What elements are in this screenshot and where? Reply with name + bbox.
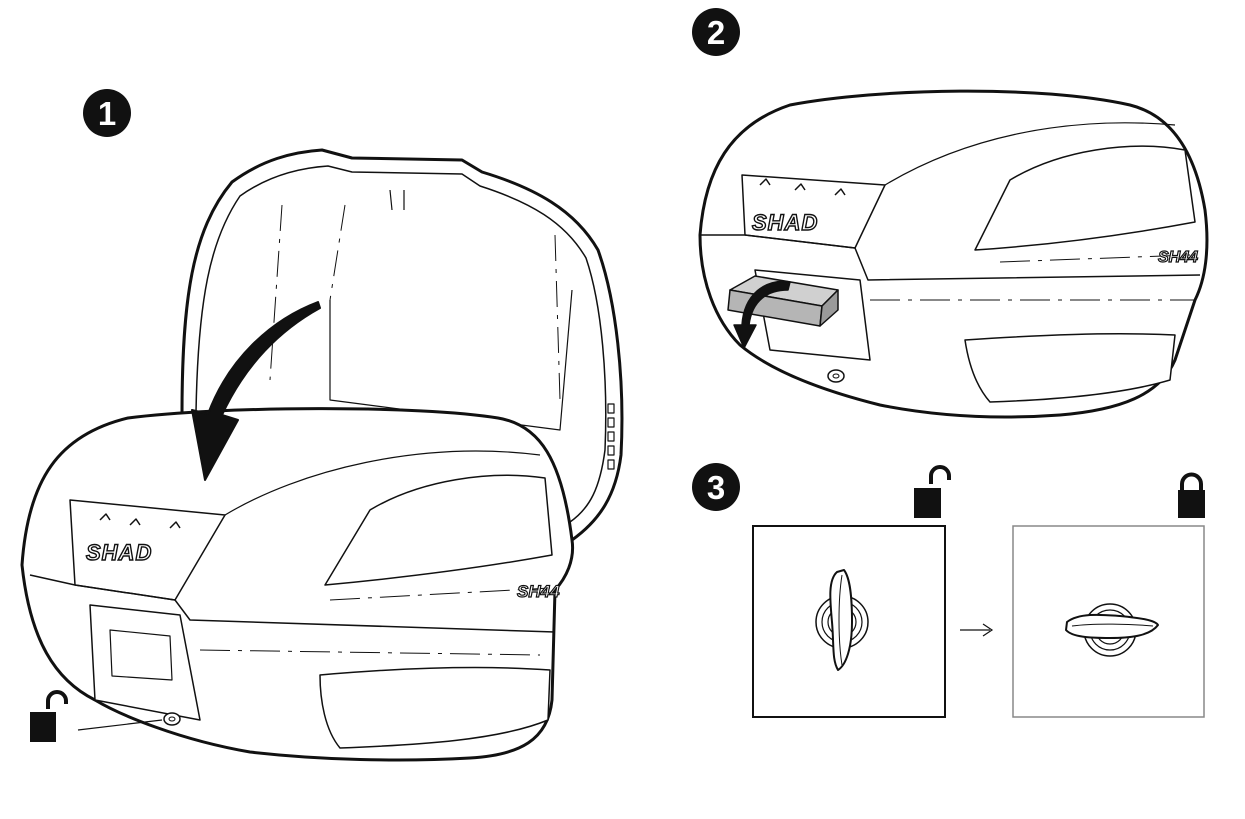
model-label: SH44 [517, 582, 560, 601]
locked-padlock-icon [1178, 472, 1205, 518]
key-vertical [815, 569, 869, 671]
shad-logo: SHAD [86, 540, 152, 565]
top-case-closed [698, 89, 1209, 419]
key-horizontal [1065, 603, 1159, 657]
close-lid-arrow-icon [191, 301, 321, 481]
step-2-badge: 2 [692, 8, 740, 56]
step-1-badge: 1 [83, 89, 131, 137]
top-case-base [20, 407, 575, 762]
leader-line [77, 719, 163, 731]
step-3-badge: 3 [692, 463, 740, 511]
key-position-unlocked-panel [752, 525, 946, 718]
unlocked-padlock-icon [30, 690, 68, 742]
key-position-locked-panel [1012, 525, 1205, 718]
step-1: 1 [20, 89, 624, 762]
step-2-number: 2 [707, 14, 725, 51]
lid-side-lettering [607, 403, 615, 470]
step-3: 3 [692, 463, 1205, 718]
unlocked-padlock-icon [914, 465, 951, 518]
step-2: 2 SHAD SH44 [692, 8, 1209, 419]
shad-logo: SHAD [752, 210, 818, 235]
lift-handle-arrow-icon [733, 280, 791, 349]
model-label: SH44 [1158, 249, 1198, 266]
step-3-number: 3 [707, 469, 725, 506]
step-1-number: 1 [98, 95, 116, 132]
